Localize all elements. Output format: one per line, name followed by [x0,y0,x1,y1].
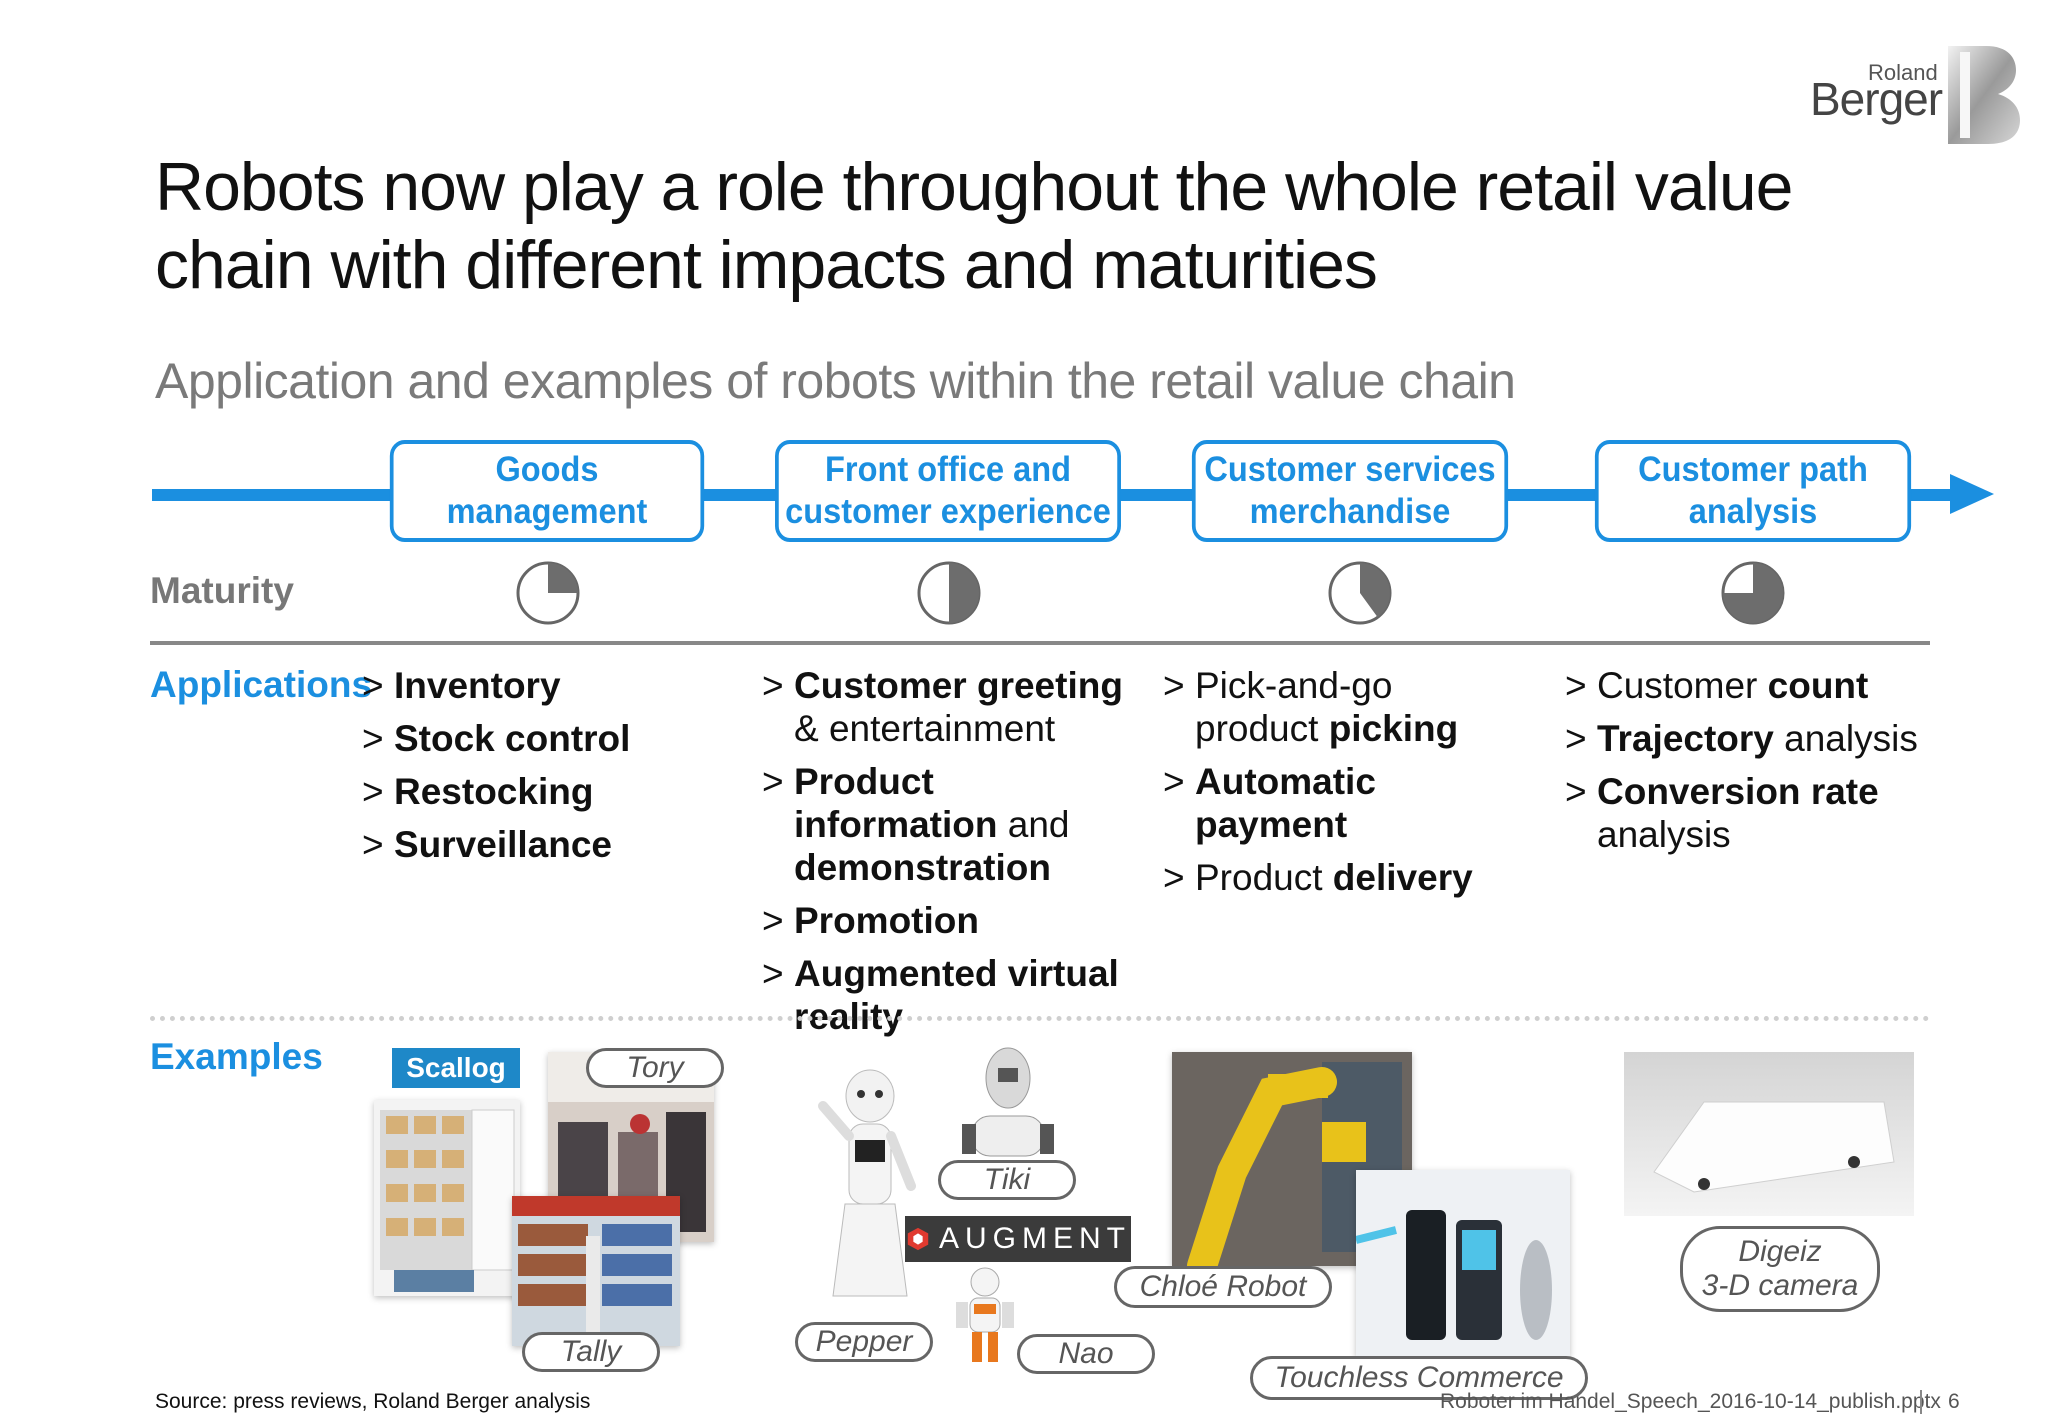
list-item: Stock control [362,717,722,760]
pepper-tag: Pepper [795,1322,933,1362]
maturity-pie-icon [1721,561,1785,625]
nao-robot-image [956,1267,1014,1362]
list-item: Customer greeting & entertainment [762,664,1142,750]
section-divider [150,641,1930,645]
footer-separator [1920,1390,1922,1414]
maturity-pie-fill [949,563,979,623]
maturity-pie-fill [1360,563,1390,618]
tiki-tag: Tiki [938,1160,1076,1200]
list-item: Surveillance [362,823,722,866]
list-item: Product information and demonstration [762,760,1142,889]
roland-berger-b-logo-icon [1948,46,2020,144]
list-item-bold: Customer greeting [794,665,1123,706]
maturity-label: Maturity [150,570,294,611]
tory-tag: Tory [586,1048,724,1088]
page-title: Robots now play a role throughout the wh… [155,149,1794,303]
digeiz-tag-line2: 3-D camera [1701,1269,1859,1302]
list-item-text: analysis [1597,814,1731,855]
maturity-pie-fill [1723,563,1783,623]
augment-logo: AUGMENT [905,1216,1131,1262]
digeiz-tag: Digeiz 3-D camera [1680,1226,1880,1312]
maturity-pie-icon [516,561,580,625]
value-chain-arrow-icon [1950,474,1994,514]
touchless-commerce-image [1356,1170,1570,1356]
list-item-bold: Conversion rate [1597,771,1879,812]
chloe-robot-tag: Chloé Robot [1114,1266,1332,1308]
list-item-text: Pick-and-go product [1195,665,1393,749]
list-item: Pick-and-go product picking [1163,664,1523,750]
list-item-bold: picking [1328,708,1459,749]
logo-berger-text: Berger [1810,73,1943,125]
list-item: Trajectory analysis [1565,717,1925,760]
page-number: 6 [1948,1390,1960,1413]
nao-tag: Nao [1017,1334,1155,1374]
stage-customer-path: Customer path analysis [1594,440,1912,542]
digeiz-camera-image [1624,1052,1914,1216]
maturity-pie-fill [548,563,578,593]
list-item-bold: Product information [794,761,998,845]
list-item: Inventory [362,664,722,707]
list-item-bold: Trajectory [1597,718,1774,759]
goods-applications-list: Inventory Stock control Restocking Surve… [362,664,722,876]
list-item: Product delivery [1163,856,1523,899]
customer-path-applications-list: Customer count Trajectory analysis Conve… [1565,664,1925,866]
tiki-robot-image [962,1047,1054,1157]
list-item-text: Customer [1597,665,1768,706]
list-item: Automatic payment [1163,760,1523,846]
scallog-robot-image [374,1100,520,1296]
augment-logo-text: AUGMENT [939,1222,1131,1255]
dotted-divider [150,1016,1930,1021]
footer-filename: Roboter im Handel_Speech_2016-10-14_publ… [1440,1390,1941,1413]
examples-label: Examples [150,1036,323,1077]
list-item: Augmented virtual reality [762,952,1142,1038]
stage-front-office: Front office and customer experience [775,440,1121,542]
customer-services-applications-list: Pick-and-go product picking Automatic pa… [1163,664,1523,909]
tally-robot-image [512,1196,680,1346]
pepper-robot-image [818,1069,916,1297]
list-item: Customer count [1565,664,1925,707]
footer-source: Source: press reviews, Roland Berger ana… [155,1390,591,1413]
page-subtitle: Application and examples of robots withi… [155,353,1516,409]
list-item-text: & entertainment [794,708,1056,749]
maturity-pie-icon [1328,561,1392,625]
list-item: Restocking [362,770,722,813]
maturity-pie-icon [917,561,981,625]
tally-tag: Tally [522,1332,660,1372]
stage-goods-management: Goods management [389,440,705,542]
applications-label: Applications [150,664,373,705]
list-item-bold: delivery [1332,857,1473,898]
scallog-logo: Scallog [392,1048,520,1088]
list-item-bold: count [1767,665,1869,706]
list-item-text: Product [1195,857,1333,898]
list-item-text: and [997,804,1070,845]
augment-cube-icon [907,1227,929,1251]
touchless-commerce-tag: Touchless Commerce [1250,1356,1588,1400]
front-office-applications-list: Customer greeting & entertainment Produc… [762,664,1142,1048]
list-item-text: analysis [1773,718,1918,759]
logo-roland-text: Roland [1868,60,1938,85]
digeiz-tag-line1: Digeiz [1738,1235,1822,1268]
stage-customer-services: Customer services merchandise [1191,440,1509,542]
list-item-bold: demonstration [794,847,1051,888]
list-item: Conversion rate analysis [1565,770,1925,856]
list-item: Promotion [762,899,1142,942]
